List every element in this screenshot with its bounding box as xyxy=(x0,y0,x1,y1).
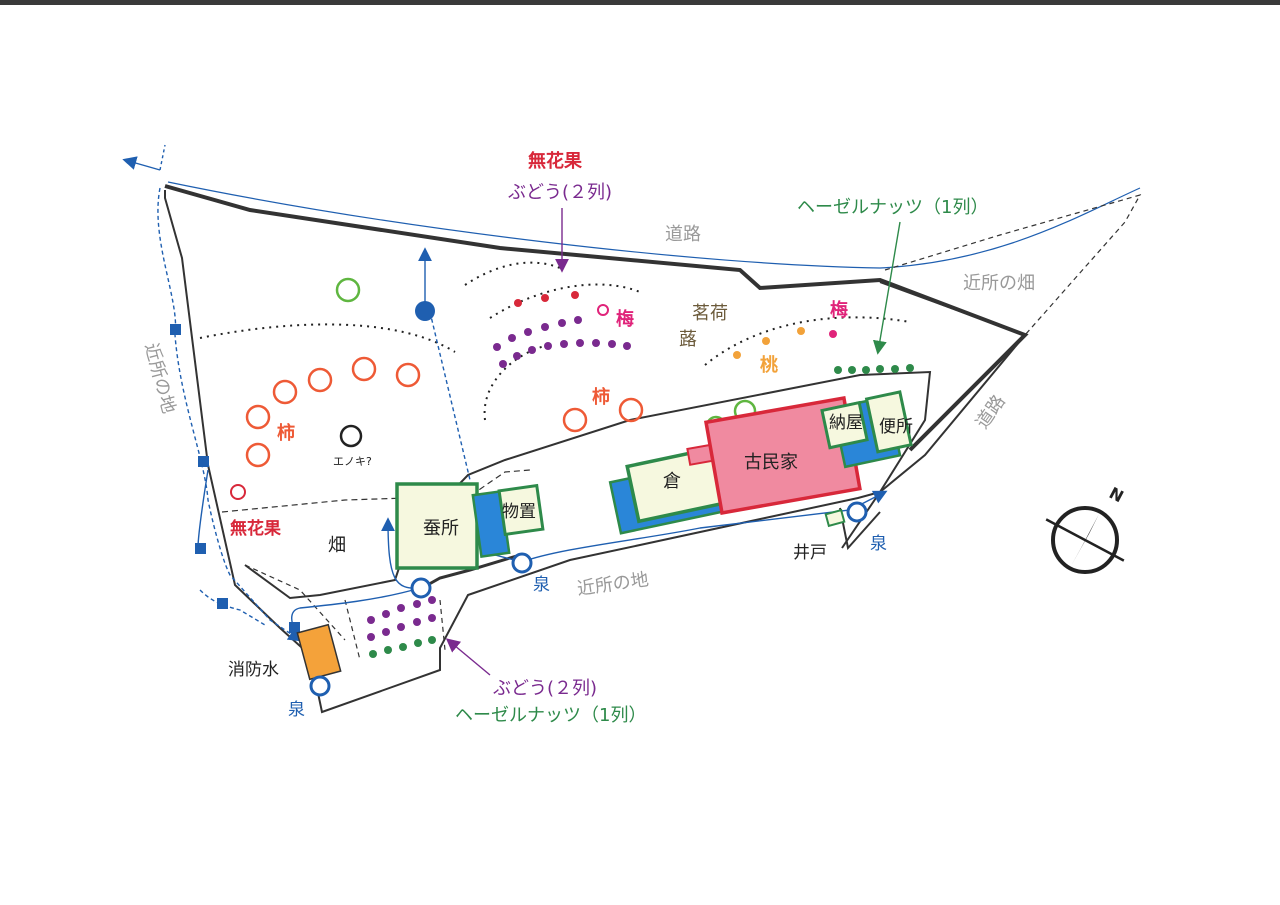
izumi-right-label: 泉 xyxy=(870,534,887,554)
naya-label: 納屋 xyxy=(829,413,863,433)
peach-label: 桃 xyxy=(760,354,778,376)
neighbor-land-left-label: 近所の地 xyxy=(140,341,179,416)
fire-water-tank xyxy=(296,623,342,681)
water-channel xyxy=(122,144,888,642)
hazel-dots-top xyxy=(834,364,914,374)
grape-top-label: ぶどう(２列) xyxy=(508,182,612,203)
ido-label: 井戸 xyxy=(793,543,827,563)
fig-dots-top xyxy=(514,291,579,307)
spring-circle-icon xyxy=(309,501,868,697)
naya-group xyxy=(820,390,913,469)
kaki-label-mid: 柿 xyxy=(592,386,610,408)
green-tree-1 xyxy=(335,277,361,303)
ume-label-2: 梅 xyxy=(830,299,848,321)
neighbor-dashed-1 xyxy=(884,194,1142,336)
ume-open-dot xyxy=(597,304,609,316)
channel-markers xyxy=(170,324,300,633)
road-edge-line xyxy=(167,181,1141,269)
persimmon-trees xyxy=(245,356,644,468)
peach-dots xyxy=(733,327,805,359)
kaki-label-left: 柿 xyxy=(277,422,295,444)
fig-top-label: 無花果 xyxy=(528,150,583,172)
kura-label: 倉 xyxy=(663,471,681,492)
izumi-bottom-label: 泉 xyxy=(288,700,305,720)
enoki-label: エノキ? xyxy=(333,455,372,468)
arrow-icon xyxy=(872,221,901,355)
road-right-label: 道路 xyxy=(972,391,1010,433)
neighbor-field-label: 近所の畑 xyxy=(963,273,1035,294)
kura-group xyxy=(608,445,731,535)
field-dashed-divider xyxy=(221,469,531,513)
compass-n-label: N xyxy=(1106,483,1127,506)
enoki-tree xyxy=(339,424,363,448)
monooki-label: 物置 xyxy=(502,502,536,522)
hazel-dots-bottom xyxy=(369,636,436,658)
kominka-group xyxy=(686,395,862,515)
fig-left-label: 無花果 xyxy=(230,518,281,539)
hazel-bottom-label: ヘーゼルナッツ（1列） xyxy=(455,705,646,726)
grape-rows-top xyxy=(493,316,631,368)
izumi-mid-label: 泉 xyxy=(533,575,550,595)
monooki-building xyxy=(497,483,545,537)
ume-label-1: 梅 xyxy=(616,308,634,330)
sansho-building xyxy=(395,482,479,570)
ume-dot xyxy=(829,330,837,338)
shobosui-label: 消防水 xyxy=(228,660,279,680)
myoga-label: 茗荷 xyxy=(692,303,728,324)
blue-tree xyxy=(415,301,435,321)
neighbor-land-bottom-label: 近所の地 xyxy=(576,569,650,600)
fig-tree-left xyxy=(230,484,246,500)
sansho-label: 蚕所 xyxy=(423,518,459,539)
arrow-icon xyxy=(445,638,491,676)
fuki-label: 蕗 xyxy=(679,329,697,350)
vineyard-dashed xyxy=(244,564,446,661)
compass-rose-icon xyxy=(1045,506,1125,574)
road-top-label: 道路 xyxy=(665,224,701,245)
hazel-top-label: ヘーゼルナッツ（1列） xyxy=(797,197,988,218)
grape-bottom-label: ぶどう(２列) xyxy=(493,678,597,699)
field-label: 畑 xyxy=(328,535,346,556)
ido-box xyxy=(824,508,846,528)
grape-rows-bottom xyxy=(367,596,436,641)
benjo-label: 便所 xyxy=(879,417,913,437)
scan-top-edge xyxy=(0,0,1280,5)
kominka-label: 古民家 xyxy=(744,452,798,473)
